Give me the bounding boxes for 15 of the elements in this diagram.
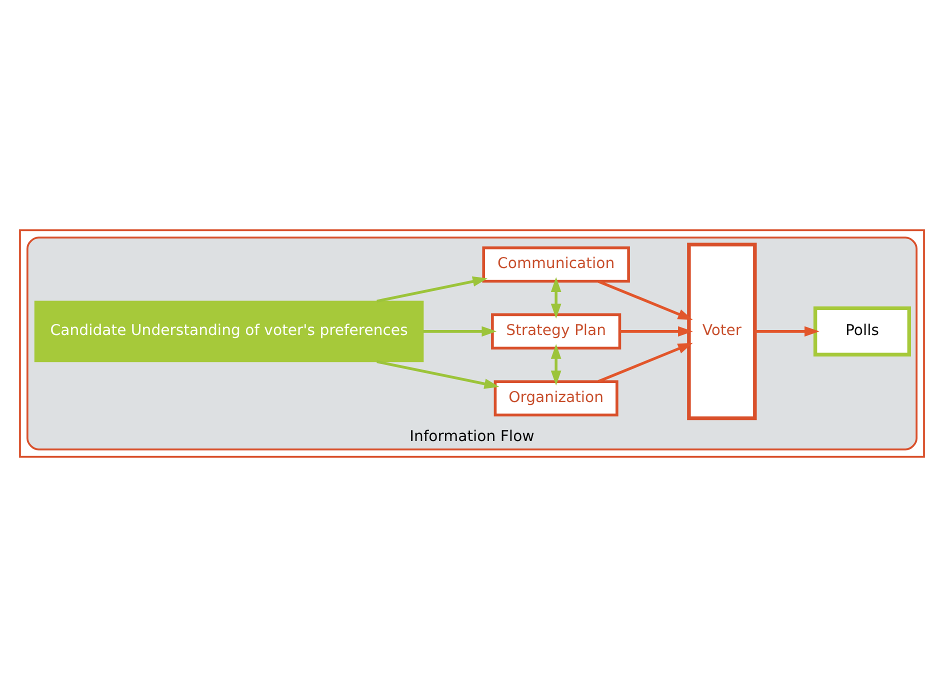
arrow bbox=[376, 276, 488, 303]
node-box: Voter bbox=[687, 242, 757, 420]
arrow bbox=[550, 344, 562, 386]
node-box: Polls bbox=[813, 306, 911, 356]
node-box: Organization bbox=[494, 380, 618, 416]
arrow bbox=[598, 342, 693, 383]
node-box: Strategy Plan bbox=[491, 313, 622, 350]
arrow bbox=[550, 277, 562, 319]
arrow bbox=[620, 326, 693, 337]
arrow bbox=[598, 280, 693, 320]
node-box: Communication bbox=[482, 246, 630, 283]
arrow bbox=[754, 326, 820, 337]
arrow bbox=[423, 326, 497, 337]
arrow bbox=[376, 360, 500, 389]
node-box: Candidate Understanding of voter's preferences bbox=[34, 300, 424, 362]
